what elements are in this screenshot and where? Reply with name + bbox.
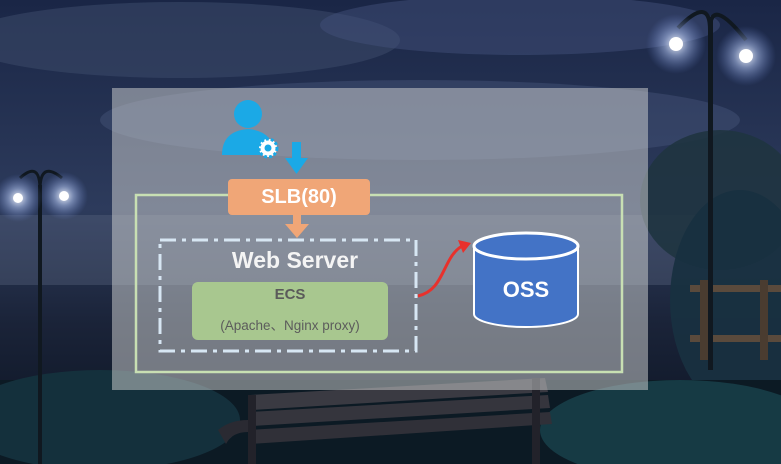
slb-arrow-icon bbox=[285, 215, 309, 238]
ecs-box bbox=[192, 282, 388, 340]
ecs-subtitle: (Apache、Nginx proxy) bbox=[220, 318, 360, 333]
web-server-title: Web Server bbox=[231, 246, 359, 273]
slb-label: SLB(80) bbox=[261, 185, 337, 208]
oss-cylinder bbox=[472, 231, 580, 328]
web-server-boundary bbox=[158, 238, 418, 353]
slb-box bbox=[228, 179, 370, 215]
user-gear-icon bbox=[222, 100, 279, 159]
ecs-title: ECS bbox=[274, 286, 306, 303]
outer-frame bbox=[134, 193, 624, 374]
down-arrow-icon bbox=[285, 142, 308, 174]
curved-arrow-icon bbox=[417, 240, 471, 298]
oss-label: OSS bbox=[502, 277, 550, 302]
